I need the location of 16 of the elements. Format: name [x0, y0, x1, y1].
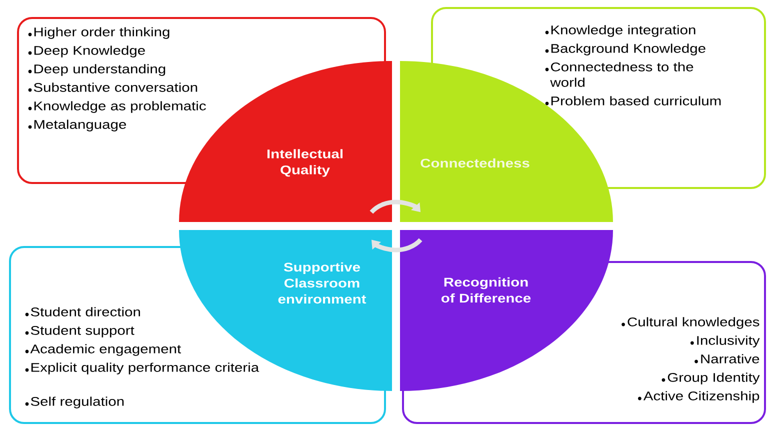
bullet-item: Inclusivity	[690, 336, 760, 348]
bullet-item: Deep understanding	[28, 64, 166, 76]
bullet-item: Student support	[25, 326, 134, 338]
bullet-item: Metalanguage	[28, 120, 126, 132]
bullet-item: Background Knowledge	[545, 44, 706, 56]
bullet-item: Deep Knowledge	[28, 46, 145, 58]
bullet-item: Cultural knowledges	[622, 317, 760, 329]
bullet-item: Narrative	[694, 354, 760, 364]
bullet-item: Group Identity	[662, 372, 760, 384]
quadrant: Recognition of Difference	[400, 230, 613, 391]
bullet-item: Self regulation	[25, 396, 124, 408]
bullet-item: Student direction	[25, 307, 140, 316]
bullet-item: Academic engagement	[25, 344, 181, 356]
bullet-item: Knowledge integration	[545, 25, 696, 37]
bullet-item: Higher order thinking	[28, 27, 170, 39]
bullet-item: Active Citizenship	[638, 391, 760, 403]
